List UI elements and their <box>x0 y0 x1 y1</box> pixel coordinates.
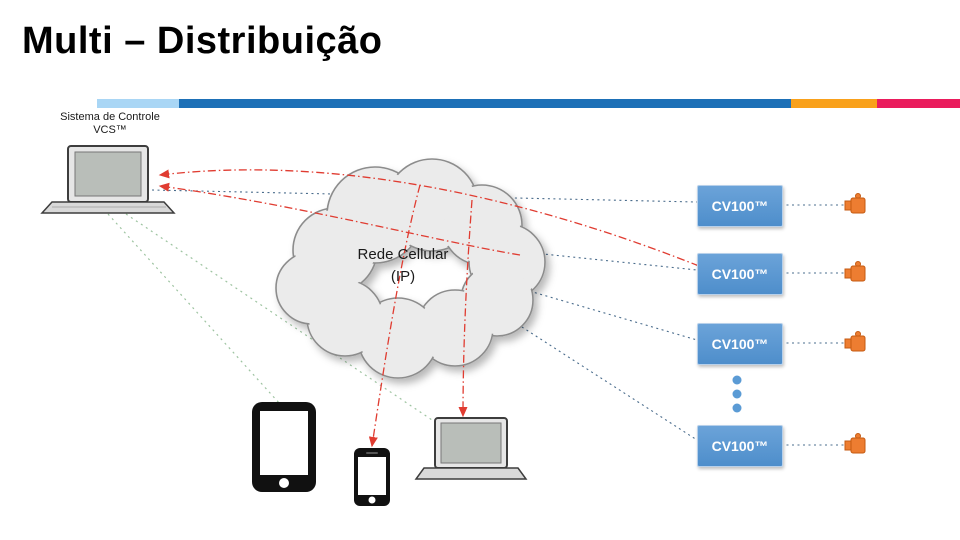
control-system-label-line2: VCS™ <box>93 124 127 136</box>
camera-icon <box>844 261 866 282</box>
cv100-box-2: CV100™ <box>697 253 783 295</box>
camera-icon <box>844 433 866 454</box>
network-links-green <box>107 213 439 425</box>
control-system-label: Sistema de Controle VCS™ <box>38 111 182 137</box>
camera-icons <box>844 193 866 454</box>
page-title: Multi – Distribuição <box>22 20 383 62</box>
viewer-laptop-icon <box>414 417 528 480</box>
cv100-box-3: CV100™ <box>697 323 783 365</box>
network-links-red <box>158 169 700 448</box>
cloud-shape <box>275 158 546 379</box>
cv100-box-1: CV100™ <box>697 185 783 227</box>
accent-bar-segment <box>877 99 960 108</box>
accent-bar-segment <box>97 99 179 108</box>
camera-icon <box>844 331 866 352</box>
cloud-label-line1: Rede Cellular <box>357 246 449 263</box>
accent-bar-segment <box>791 99 877 108</box>
network-links-navy <box>151 189 845 446</box>
cloud-label: Rede Cellular (IP) <box>318 244 488 288</box>
accent-bar-segment <box>179 99 791 108</box>
smartphone-icon <box>354 448 390 506</box>
camera-icon <box>844 193 866 214</box>
ellipsis-dots <box>732 375 742 413</box>
accent-bar <box>97 99 960 108</box>
tablet-icon <box>252 402 316 492</box>
cloud-label-line2: (IP) <box>390 268 416 285</box>
cv100-box-4: CV100™ <box>697 425 783 467</box>
control-system-label-line1: Sistema de Controle <box>60 111 160 123</box>
control-laptop-icon <box>40 145 176 214</box>
